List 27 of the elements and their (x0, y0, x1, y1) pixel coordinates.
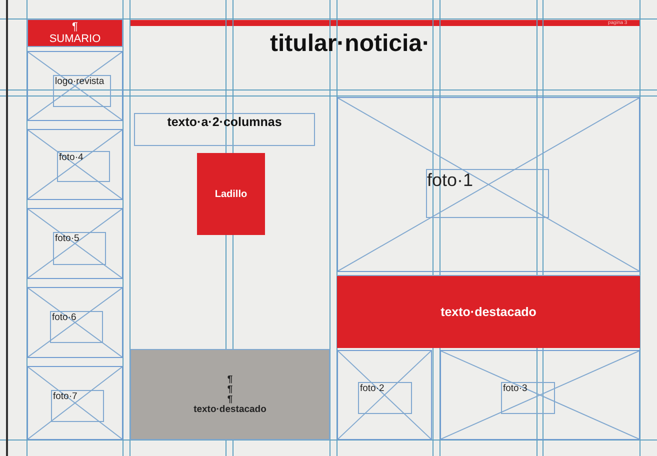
frame-label: texto·destacado (440, 305, 536, 319)
section-header (27, 19, 123, 47)
paragraph-mark: ¶ (227, 394, 233, 404)
frame-label: foto·3 (503, 383, 528, 394)
highlight-band (337, 275, 640, 348)
subheading-box (197, 153, 265, 235)
frame-label: texto·destacado (194, 404, 266, 414)
frame-label: foto·2 (360, 383, 386, 394)
caption-frame (50, 311, 103, 343)
caption-frame (57, 151, 110, 182)
caption-frame (426, 169, 549, 218)
frame-label: logo·revista (55, 76, 106, 87)
frame-label: foto·7 (53, 391, 78, 402)
frame-label: Ladillo (214, 188, 248, 200)
caption-frame (51, 390, 104, 422)
caption-frame (358, 382, 412, 414)
caption-frame (53, 232, 106, 265)
caption-frame (501, 382, 555, 414)
frame-label: SUMARIO (49, 33, 101, 45)
paragraph-mark: ¶ (227, 384, 233, 394)
caption-frame (53, 75, 111, 107)
frame-label: foto·6 (52, 312, 78, 323)
paragraph-mark: ¶ (227, 374, 233, 384)
frame-label: foto·5 (55, 233, 80, 244)
highlight-box (130, 349, 330, 440)
frame-label: foto·4 (59, 152, 84, 163)
paragraph-mark: ¶ (72, 21, 78, 33)
